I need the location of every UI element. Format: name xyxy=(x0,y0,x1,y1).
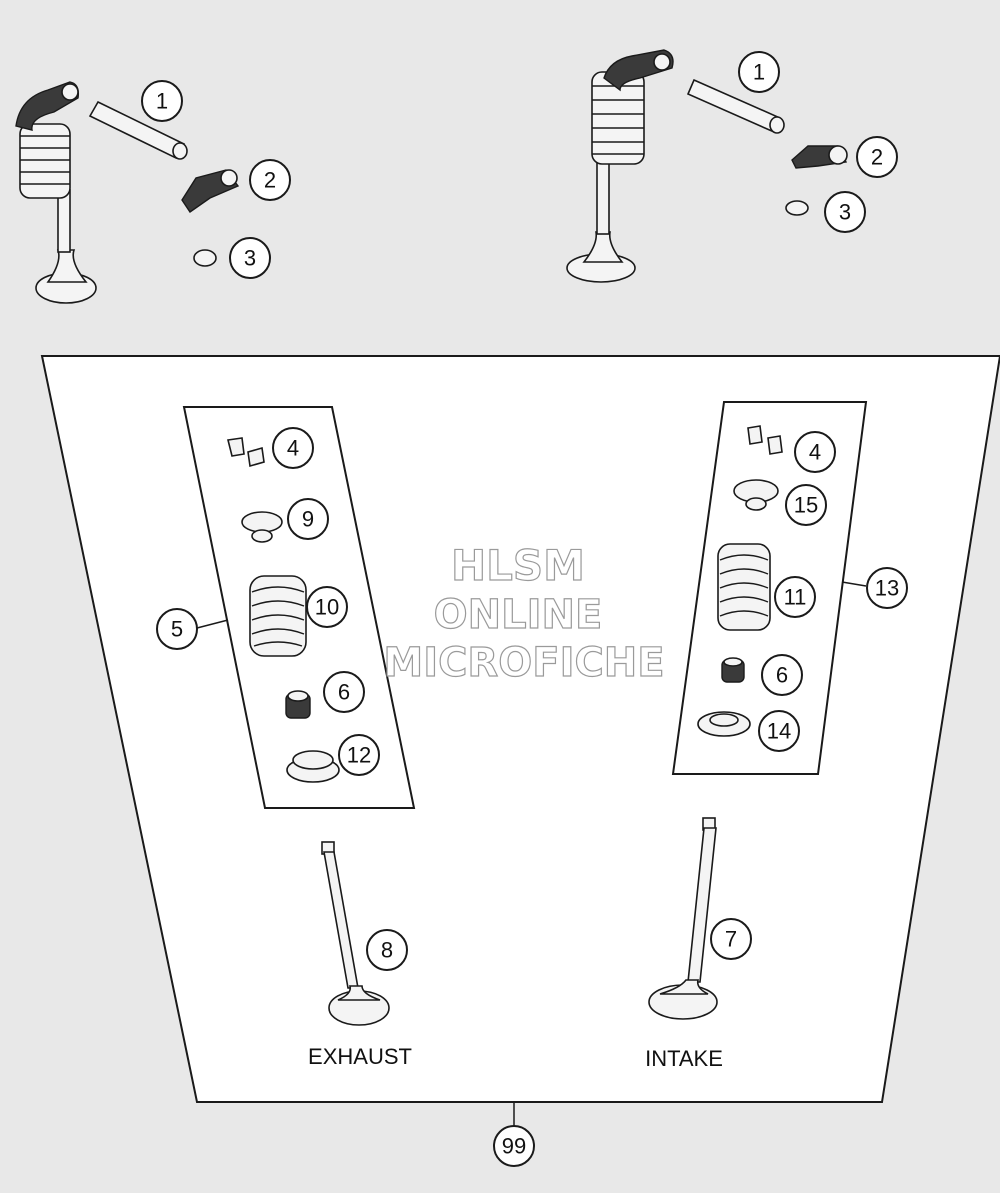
svg-text:10: 10 xyxy=(315,595,339,620)
valve-stem-seal-left xyxy=(285,690,311,719)
svg-text:6: 6 xyxy=(776,663,788,688)
leader-5 xyxy=(196,619,229,629)
spring-retainer-left xyxy=(241,511,283,543)
callout-1-top-left[interactable]: 1 xyxy=(141,80,183,122)
svg-text:11: 11 xyxy=(784,585,807,610)
callout-5[interactable]: 5 xyxy=(156,608,198,650)
svg-text:3: 3 xyxy=(244,246,256,271)
callout-6-right[interactable]: 6 xyxy=(761,654,803,696)
svg-text:4: 4 xyxy=(287,436,299,461)
callout-14[interactable]: 14 xyxy=(758,710,800,752)
callout-3-top-right[interactable]: 3 xyxy=(824,191,866,233)
valve-stem-seal-right xyxy=(721,657,745,683)
svg-text:3: 3 xyxy=(839,200,851,225)
svg-text:7: 7 xyxy=(725,927,737,952)
callout-99[interactable]: 99 xyxy=(493,1125,535,1167)
callout-7[interactable]: 7 xyxy=(710,918,752,960)
spring-seat-right xyxy=(697,711,751,737)
svg-text:15: 15 xyxy=(794,493,818,518)
svg-text:13: 13 xyxy=(875,576,899,601)
spring-retainer-right xyxy=(733,479,779,511)
watermark-line-2: ONLINE xyxy=(434,592,603,638)
rocker-arm-top-left xyxy=(181,169,240,213)
callout-2-top-right[interactable]: 2 xyxy=(856,136,898,178)
rocker-arm-top-right xyxy=(791,145,848,169)
exhaust-valve xyxy=(321,841,390,1026)
callout-4-left[interactable]: 4 xyxy=(272,427,314,469)
intake-label: INTAKE xyxy=(645,1046,723,1071)
callout-4-right[interactable]: 4 xyxy=(794,431,836,473)
svg-text:14: 14 xyxy=(767,719,791,744)
svg-text:12: 12 xyxy=(347,743,371,768)
shim-top-left xyxy=(193,249,217,267)
callout-10[interactable]: 10 xyxy=(306,586,348,628)
svg-text:99: 99 xyxy=(502,1134,526,1159)
intake-valve xyxy=(648,817,718,1020)
svg-text:9: 9 xyxy=(302,507,314,532)
rocker-shaft-top-left xyxy=(88,100,188,160)
callout-9[interactable]: 9 xyxy=(287,498,329,540)
callout-11[interactable]: 11 xyxy=(774,576,816,618)
callout-12[interactable]: 12 xyxy=(338,734,380,776)
svg-text:5: 5 xyxy=(171,617,183,642)
valve-keepers-right xyxy=(747,425,783,455)
callout-13[interactable]: 13 xyxy=(866,567,908,609)
watermark-line-1: HLSM xyxy=(451,541,585,590)
svg-text:1: 1 xyxy=(156,89,168,114)
watermark-line-3: MICROFICHE xyxy=(383,640,664,686)
svg-text:4: 4 xyxy=(809,440,821,465)
valve-spring-left xyxy=(249,575,307,657)
svg-text:6: 6 xyxy=(338,680,350,705)
callout-1-top-right[interactable]: 1 xyxy=(738,51,780,93)
valve-spring-right xyxy=(717,543,771,631)
callout-2-top-left[interactable]: 2 xyxy=(249,159,291,201)
callout-6-left[interactable]: 6 xyxy=(323,671,365,713)
spring-seat-left xyxy=(286,750,340,783)
svg-text:2: 2 xyxy=(264,168,276,193)
callout-3-top-left[interactable]: 3 xyxy=(229,237,271,279)
exhaust-label: EXHAUST xyxy=(308,1044,412,1069)
callout-15[interactable]: 15 xyxy=(785,484,827,526)
valve-keepers-left xyxy=(227,437,265,468)
svg-text:8: 8 xyxy=(381,938,393,963)
exhaust-assembly-top xyxy=(15,81,97,304)
shim-top-right xyxy=(785,200,809,216)
leader-13 xyxy=(841,581,867,587)
intake-assembly-top xyxy=(566,49,674,283)
rocker-shaft-top-right xyxy=(686,78,785,134)
svg-text:1: 1 xyxy=(753,60,765,85)
callout-8[interactable]: 8 xyxy=(366,929,408,971)
svg-text:2: 2 xyxy=(871,145,883,170)
